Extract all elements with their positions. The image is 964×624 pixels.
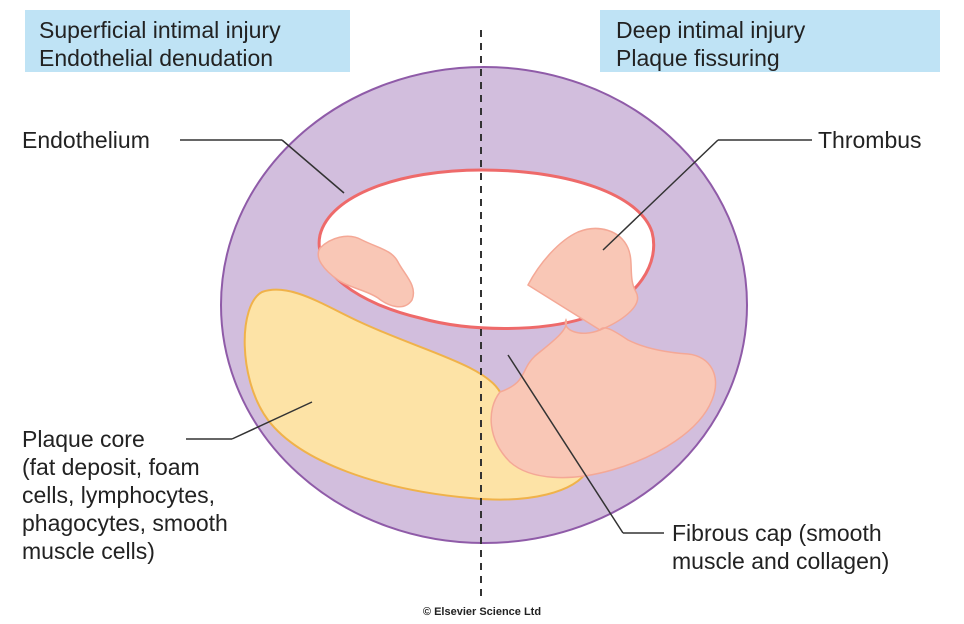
copyright-notice: © Elsevier Science Ltd — [0, 606, 964, 618]
label-endothelium: Endothelium — [22, 126, 150, 154]
label-fibrous-cap: Fibrous cap (smooth muscle and collagen) — [672, 519, 889, 575]
plaque-core-line-4: phagocytes, smooth — [22, 509, 228, 537]
plaque-core-line-2: (fat deposit, foam — [22, 453, 228, 481]
header-left-line-2: Endothelial denudation — [39, 44, 340, 72]
plaque-core-line-5: muscle cells) — [22, 537, 228, 565]
label-plaque-core: Plaque core (fat deposit, foam cells, ly… — [22, 425, 228, 565]
plaque-core-line-3: cells, lymphocytes, — [22, 481, 228, 509]
header-deep-injury: Deep intimal injury Plaque fissuring — [600, 10, 940, 72]
header-right-line-1: Deep intimal injury — [616, 16, 930, 44]
header-right-line-2: Plaque fissuring — [616, 44, 930, 72]
fibrous-cap-line-2: muscle and collagen) — [672, 547, 889, 575]
header-left-line-1: Superficial intimal injury — [39, 16, 340, 44]
fibrous-cap-line-1: Fibrous cap (smooth — [672, 519, 889, 547]
label-thrombus: Thrombus — [818, 126, 922, 154]
plaque-core-line-1: Plaque core — [22, 425, 228, 453]
header-superficial-injury: Superficial intimal injury Endothelial d… — [25, 10, 350, 72]
